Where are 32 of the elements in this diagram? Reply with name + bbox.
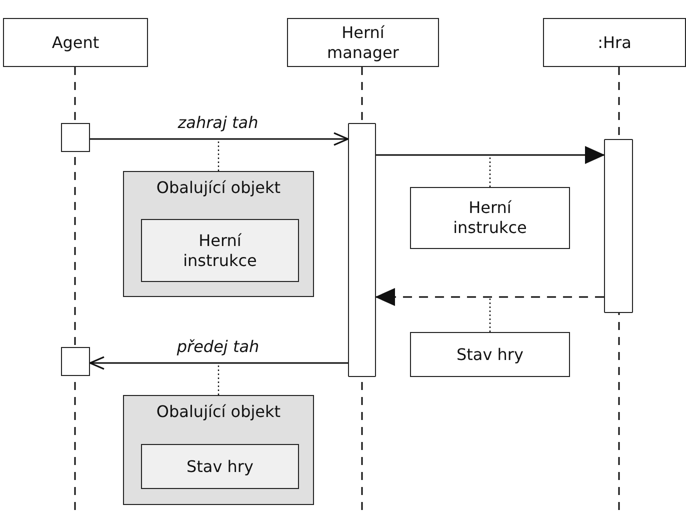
note-text: Stav hry — [456, 344, 524, 364]
activation-bar — [604, 139, 633, 313]
note-title: Obalující objekt — [155, 402, 282, 422]
message-arrow — [376, 146, 605, 164]
note-title: Obalující objekt — [155, 178, 282, 198]
note-box — [410, 332, 570, 377]
participant-name: Agent — [50, 32, 100, 52]
note-text: Stav hry — [186, 456, 254, 476]
return-arrow — [375, 288, 604, 306]
leader-line — [218, 140, 220, 171]
note-box — [141, 444, 299, 489]
note-box — [141, 219, 299, 282]
leader-line — [489, 156, 491, 187]
activation-bar — [348, 123, 376, 377]
message-arrow — [90, 132, 349, 146]
note-box — [410, 187, 570, 249]
participant-box — [543, 18, 686, 67]
participant-name: Herní manager — [326, 22, 400, 62]
note-text: Herní instrukce — [452, 198, 528, 238]
activation-box — [61, 123, 90, 152]
note-text: Herní instrukce — [182, 230, 258, 270]
note-box — [123, 171, 314, 297]
leader-line — [489, 298, 491, 332]
activation-box — [61, 347, 90, 376]
edge-label: předej tah — [174, 338, 262, 356]
message-arrow — [89, 356, 348, 370]
note-box — [123, 395, 314, 505]
leader-line — [218, 364, 220, 395]
edge-label: zahraj tah — [176, 114, 260, 132]
participant-name: :Hra — [596, 32, 632, 52]
participant-box — [287, 18, 439, 67]
participant-box — [3, 18, 148, 67]
